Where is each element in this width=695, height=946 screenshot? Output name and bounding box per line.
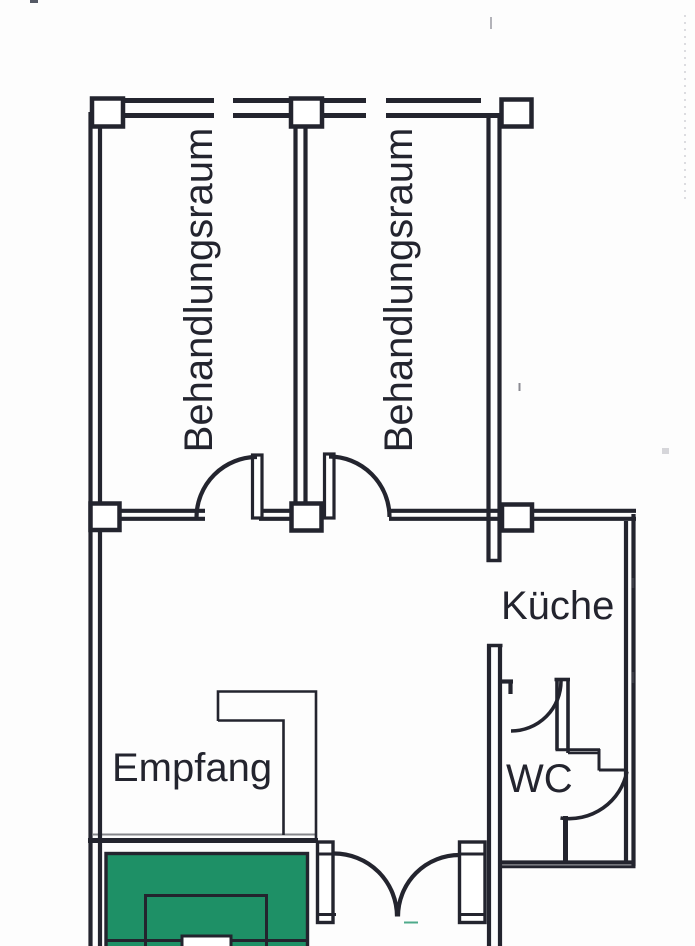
door-swing-arc bbox=[510, 680, 563, 733]
reception-desk bbox=[104, 851, 310, 946]
room-label-kitchen: Küche bbox=[501, 584, 615, 628]
pillar bbox=[88, 501, 122, 533]
pillar bbox=[289, 501, 324, 533]
pillar bbox=[288, 96, 325, 129]
desk-inner-outline bbox=[144, 894, 268, 946]
reception-counter bbox=[216, 690, 318, 840]
scan-artifacts bbox=[30, 0, 686, 924]
desk-notch bbox=[180, 934, 233, 946]
pillar bbox=[89, 96, 126, 129]
double-door-left-frame-divider bbox=[317, 852, 336, 916]
room-label-treatment-room-2: Behandlungsraum bbox=[377, 127, 421, 453]
wall-gap bbox=[481, 94, 500, 104]
scan-artifact bbox=[662, 448, 669, 454]
room-label-wc: WC bbox=[506, 757, 573, 801]
pillar bbox=[499, 502, 535, 533]
counter-inner-edge bbox=[218, 719, 285, 835]
door-swing-arc bbox=[395, 852, 460, 917]
door-leaf bbox=[322, 452, 336, 520]
pillars bbox=[88, 96, 535, 533]
wall-gap bbox=[366, 94, 386, 120]
door-leaf bbox=[250, 453, 264, 520]
doors bbox=[194, 452, 629, 925]
door-swing-arc bbox=[194, 454, 258, 518]
door-swing-arc bbox=[560, 771, 629, 821]
desk-surface bbox=[104, 851, 310, 946]
walls bbox=[88, 94, 636, 946]
room-label-reception: Empfang bbox=[112, 746, 273, 790]
door-swing-arc bbox=[333, 851, 400, 917]
wall-gap bbox=[214, 94, 233, 120]
pillar bbox=[499, 97, 534, 129]
double-door-right-frame-divider bbox=[459, 852, 485, 916]
room-label-treatment-room-1: Behandlungsraum bbox=[177, 127, 221, 453]
door-swing-arc bbox=[328, 454, 392, 518]
double-door-left-frame bbox=[315, 840, 335, 925]
counter-outer-edge bbox=[216, 690, 318, 840]
